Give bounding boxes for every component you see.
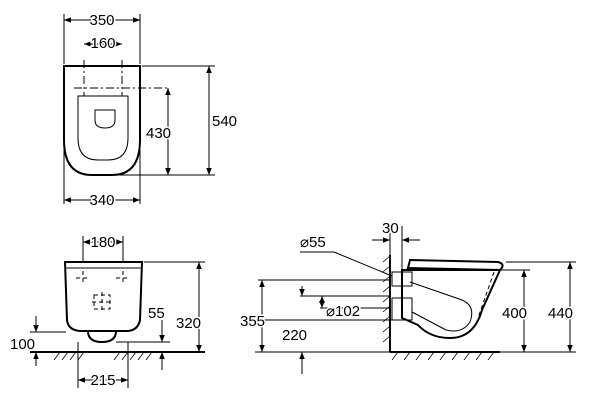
dim-label-front-width: 340	[89, 192, 114, 209]
dim-label-floor-gap: 100	[10, 336, 35, 353]
dim-label-total-height: 440	[548, 305, 573, 322]
side-view-rim-inner	[477, 271, 495, 319]
top-view-bowl-outline	[63, 65, 141, 176]
side-view-outlet-connector	[391, 297, 413, 321]
side-view-seat	[406, 258, 504, 272]
dim-label-outlet-height-side: 220	[282, 327, 307, 344]
dim-label-front-top-width: 180	[90, 234, 115, 251]
dim-label-top-length: 540	[212, 113, 237, 130]
front-view-fixing-marks	[76, 271, 130, 312]
front-view: 180 215 100 55 320	[9, 233, 205, 391]
side-view-inlet-connector	[391, 271, 413, 287]
side-view-trap	[409, 281, 473, 332]
side-view-bowl	[401, 269, 502, 340]
top-view: 350 160 540 430 340	[63, 11, 239, 211]
dim-label-top-inner-length: 430	[146, 125, 171, 142]
front-view-body-outline	[63, 261, 144, 332]
dim-label-inlet-height: 355	[240, 313, 265, 330]
dim-label-wall-gap: 30	[382, 220, 399, 237]
dim-label-hole-spacing: 160	[90, 35, 115, 52]
dim-label-front-bottom-width: 215	[90, 372, 115, 389]
side-view: 30 ⌀55 ⌀102 355 220 400 440	[239, 219, 576, 374]
dim-label-outlet-height: 55	[148, 305, 165, 322]
dim-label-top-width: 350	[89, 12, 114, 29]
dim-label-inlet-diameter: ⌀55	[300, 234, 326, 251]
top-view-seat-opening	[77, 95, 129, 161]
dim-label-rim-height: 400	[502, 305, 527, 322]
front-view-outlet	[87, 330, 117, 344]
top-view-inner-drain	[94, 109, 116, 129]
dim-label-front-height: 320	[176, 315, 201, 332]
dim-label-outlet-diameter: ⌀102	[326, 303, 360, 320]
